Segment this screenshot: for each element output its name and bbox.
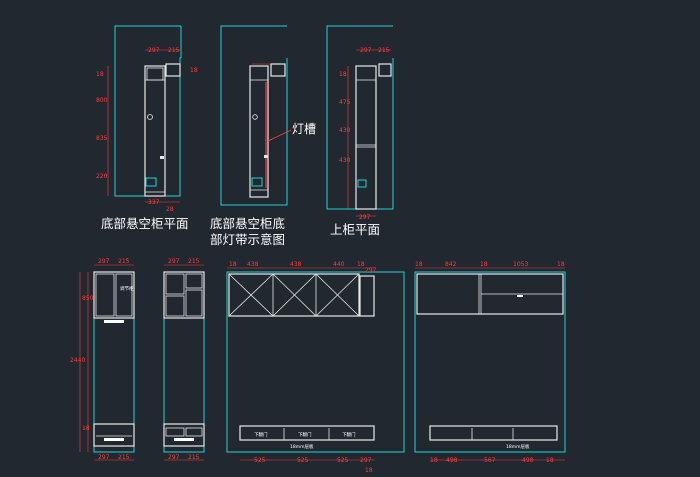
elev4-dim-top-b: 842 [445,261,457,268]
elev3-dim-bot-b: 525 [297,457,309,464]
plan-upper-cabinet: 297 215 18 475 430 430 297 上柜平面 [326,25,394,237]
elev3-dim-top-e: 18 [357,261,365,268]
elev4-dim-bot-e: 18 [546,457,554,464]
plan1-dim-right: 18 [190,67,198,74]
elev2-dim-bottom-a: 297 [168,454,180,461]
elev3-dim-top-c: 438 [290,261,302,268]
elev3-note: 18mm层板 [290,443,314,450]
plan2-cabinet-body [249,65,269,198]
elevation-4: 18mm层板 18 842 18 1053 18 18 498 567 498 … [414,261,566,464]
plan1-dim-bottom: 337 [148,199,160,206]
plan3-dim-side-a: 18 [339,71,347,78]
elev1-side-label: 调节柜 [120,285,134,292]
elev3-door-c: 下翻门 [342,431,356,438]
elev3-dim-bot-e: 18 [365,467,373,474]
elev3-dim-top-b: 438 [247,261,259,268]
plan3-dim-top-a: 297 [360,47,372,54]
plan-light-strip: 灯槽 底部悬空柜底 部灯带示意图 [210,25,316,247]
elev4-outline [414,271,566,453]
plan1-caption: 底部悬空柜平面 [101,216,189,231]
elev1-dim-top-a: 297 [98,258,110,265]
plan3-room-outline [326,25,394,210]
plan1-dim-bot-small: 28 [166,206,174,213]
elevation-2: 297 215 297 215 [163,258,205,461]
plan1-dim-side-b: 800 [96,97,108,104]
elev4-note: 18mm层板 [506,443,530,450]
elev3-dim-bot-c: 525 [337,457,349,464]
elev4-dim-bot-b: 498 [446,457,458,464]
elev1-dim-side-a: 850 [82,295,94,302]
plan3-cabinet-body [355,65,377,210]
plan1-dim-side-c: 835 [96,135,108,142]
light-slot-label: 灯槽 [292,122,316,136]
plan3-dim-side-b: 475 [339,99,351,106]
plan2-room-outline [220,25,288,206]
plan1-dim-side-d: 220 [96,173,108,180]
elev1-dim-side-total: 2440 [70,357,85,364]
elev3-dim-top-d: 440 [333,261,345,268]
elevation-3: 下翻门 下翻门 下翻门 18mm层板 18 438 438 440 18 297… [226,261,405,474]
plan3-dim-side-d: 430 [339,157,351,164]
plan3-caption: 上柜平面 [330,222,380,237]
plan3-dim-side-c: 430 [339,127,351,134]
elev3-dim-top-f: 297 [365,267,377,274]
elev3-dim-top-a: 18 [229,261,237,268]
plan2-caption-line2: 部灯带示意图 [210,232,285,247]
elev4-dim-top-e: 18 [557,261,565,268]
elev4-dim-top-c: 18 [480,261,488,268]
elev4-dim-bot-c: 567 [484,457,496,464]
plan1-dim-top-a: 297 [148,47,160,54]
elev2-dim-bottom-b: 215 [188,454,200,461]
plan3-dim-bottom: 297 [359,214,371,221]
elev3-outline [226,271,405,453]
plan1-cabinet-body [144,65,166,197]
elevation-1: 调节柜 297 215 850 2440 18 297 215 [70,258,135,461]
plan1-dim-side-a: 18 [96,71,104,78]
elev2-dim-top-a: 297 [168,258,180,265]
elev1-dim-bottom-a: 297 [98,454,110,461]
elev1-dim-bottom-b: 215 [118,454,130,461]
elev2-dim-top-b: 215 [188,258,200,265]
elev1-dim-side-b: 18 [82,425,90,432]
elev3-dim-bot-a: 525 [254,457,266,464]
elev3-door-a: 下翻门 [254,431,268,438]
elev4-dim-bot-a: 18 [430,457,438,464]
elev4-dim-top-a: 18 [415,261,423,268]
elev4-dim-top-d: 1053 [513,261,528,268]
elev1-dim-top-b: 215 [118,258,130,265]
plan2-caption-line1: 底部悬空柜底 [210,216,285,231]
elev4-dim-bot-d: 498 [522,457,534,464]
plan1-dim-top-b: 215 [168,47,180,54]
plan3-dim-top-b: 215 [378,47,390,54]
plan-bottom-cabinet: 297 215 18 800 835 220 337 18 28 底部悬空柜平面 [96,25,198,231]
elev3-dim-bot-d: 297 [360,457,372,464]
elev3-door-b: 下翻门 [298,431,312,438]
